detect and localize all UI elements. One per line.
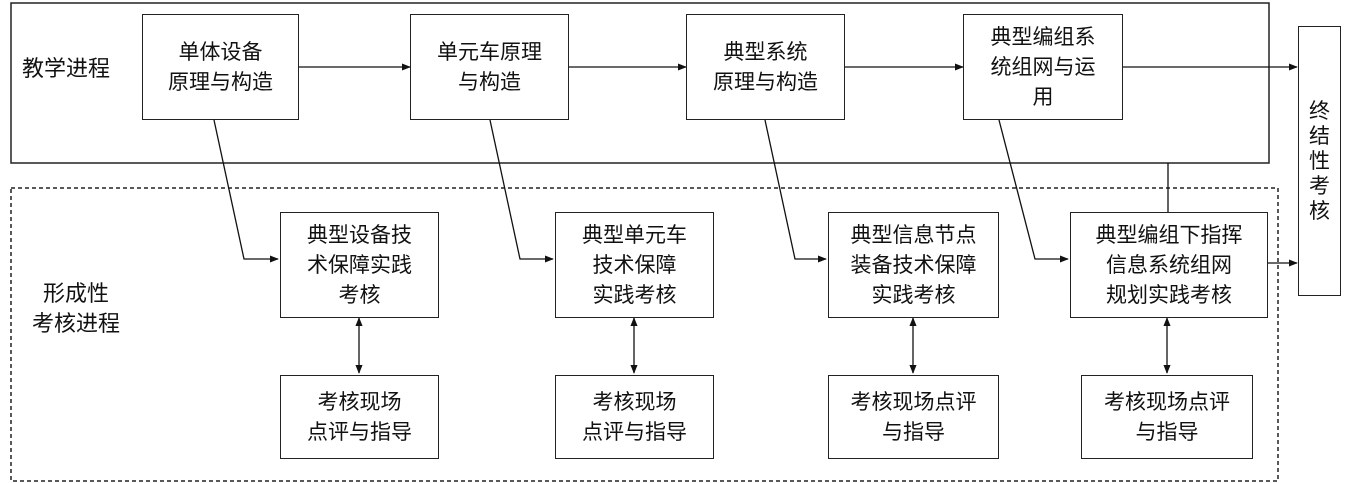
teaching-step-text: 典型编组系 统组网与运 用 [990,25,1096,109]
teaching-step-box: 单元车原理 与构造 [410,14,569,120]
practice-assessment-box: 典型信息节点 装备技术保障 实践考核 [828,212,999,318]
onsite-review-box: 考核现场点评 与指导 [828,375,999,459]
onsite-review-box: 考核现场 点评与指导 [280,375,439,459]
onsite-review-text: 考核现场 点评与指导 [307,390,412,444]
practice-assessment-text: 典型编组下指挥 信息系统组网 规划实践考核 [1095,223,1243,307]
teaching-step-box: 单体设备 原理与构造 [142,14,299,120]
practice-assessment-box: 典型编组下指挥 信息系统组网 规划实践考核 [1070,212,1268,318]
arrow-step3-to-practice3 [764,119,827,263]
onsite-review-text: 考核现场 点评与指导 [582,390,687,444]
formative-process-frame [10,187,1279,482]
onsite-review-text: 考核现场点评 与指导 [850,390,977,444]
teaching-step-box: 典型系统 原理与构造 [686,14,845,120]
onsite-review-text: 考核现场点评 与指导 [1104,390,1230,444]
practice-assessment-box: 典型单元车 技术保障 实践考核 [555,212,714,318]
practice-assessment-text: 典型信息节点 装备技术保障 实践考核 [850,223,977,307]
summative-assessment-text: 终 结 性 考 核 [1309,98,1330,223]
practice-assessment-text: 典型单元车 技术保障 实践考核 [582,223,687,307]
teaching-process-frame [10,2,1270,164]
teaching-step-text: 典型系统 原理与构造 [713,40,818,94]
practice-assessment-box: 典型设备技 术保障实践 考核 [280,212,439,318]
practice-assessment-text: 典型设备技 术保障实践 考核 [307,223,412,307]
summative-assessment-box: 终 结 性 考 核 [1298,26,1341,296]
arrow-step4-to-practice4 [998,119,1069,263]
onsite-review-box: 考核现场 点评与指导 [555,375,714,459]
teaching-step-text: 单元车原理 与构造 [437,40,542,94]
teaching-step-box: 典型编组系 统组网与运 用 [963,14,1123,120]
teaching-process-label: 教学进程 [22,57,111,82]
teaching-step-text: 单体设备 原理与构造 [168,40,273,94]
arrow-step1-to-practice1 [213,119,279,263]
arrow-step2-to-practice2 [489,119,554,263]
onsite-review-box: 考核现场点评 与指导 [1081,375,1253,459]
formative-process-label: 形成性 考核进程 [32,282,121,337]
